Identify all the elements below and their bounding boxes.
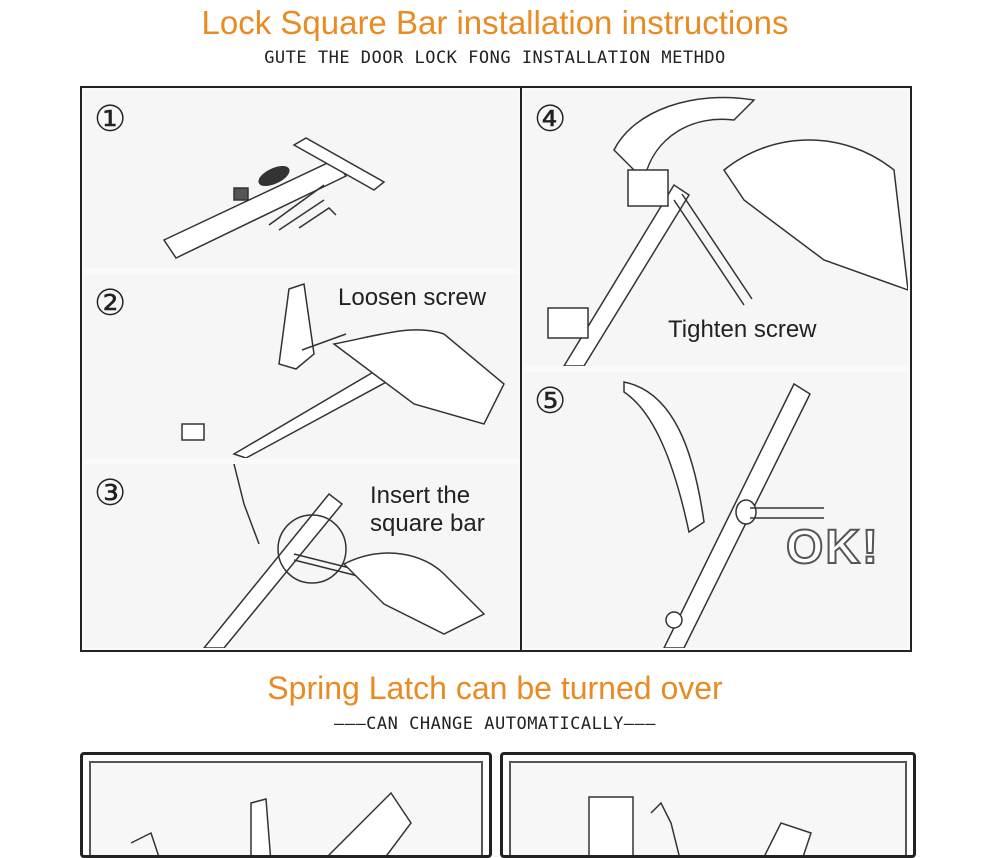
step-5-ok-mark: OK! [785, 520, 880, 575]
latch-left-drawing [130, 791, 412, 855]
tighten-screw-drawing [547, 96, 908, 366]
instruction-panel: ① ② Loosen screw ③ [80, 86, 912, 652]
step-3-caption-line2: square bar [370, 510, 485, 537]
loosen-screw-drawing [181, 283, 505, 458]
step-1-number: ① [94, 98, 127, 139]
lock-parts-drawing [162, 137, 386, 259]
insert-bar-drawing [203, 464, 486, 648]
step-1-illustration: ① [84, 90, 518, 268]
step-3-illustration: ③ Insert the square bar [84, 464, 518, 648]
latch-image-left-inner [89, 761, 483, 855]
latch-image-left [80, 752, 492, 858]
step-5-number: ⑤ [534, 380, 567, 421]
step-4-number: ④ [534, 98, 567, 139]
step-3-number: ③ [94, 472, 127, 513]
page-title: Lock Square Bar installation instruction… [201, 4, 789, 41]
installed-lock-drawing [623, 381, 824, 648]
section2-subtitle: ———CAN CHANGE AUTOMATICALLY——— [333, 714, 657, 734]
section2-title: Spring Latch can be turned over [267, 670, 723, 706]
latch-image-right [500, 752, 916, 858]
latch-right-drawing [588, 796, 812, 855]
step-2-number: ② [94, 282, 127, 323]
step-2-illustration: ② Loosen screw [84, 274, 518, 458]
step-3-caption-line1: Insert the [370, 482, 471, 509]
panel-vertical-divider [520, 88, 522, 650]
step-4-illustration: ④ Tighten screw [524, 90, 908, 366]
latch-image-right-inner [509, 761, 907, 855]
step-5-illustration: ⑤ OK! [524, 372, 908, 648]
step-4-caption: Tighten screw [668, 316, 817, 343]
page-subtitle: GUTE THE DOOR LOCK FONG INSTALLATION MET… [264, 48, 726, 68]
step-2-caption: Loosen screw [338, 284, 487, 311]
